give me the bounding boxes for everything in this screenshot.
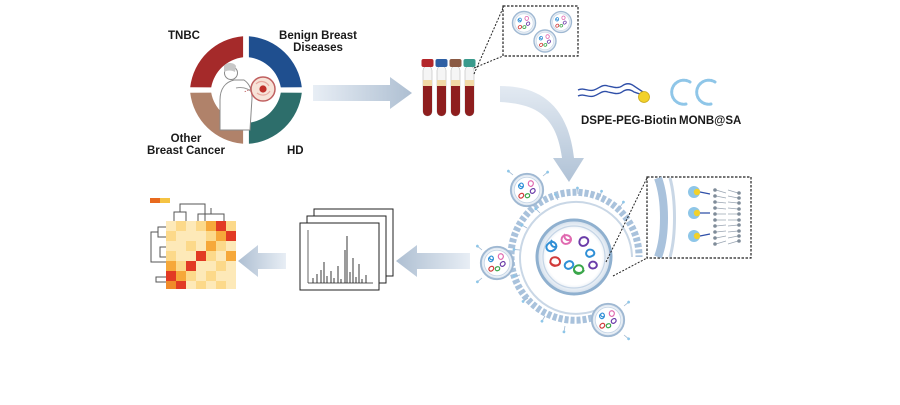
vesicle-icon [511, 10, 537, 36]
label-tnbc: TNBC [168, 30, 200, 42]
label-other-line1: Other [170, 133, 202, 145]
arrow-icon [500, 86, 584, 182]
ring-segment-hd [248, 92, 302, 144]
arrow-icon [396, 245, 470, 277]
arrow-icon [238, 245, 286, 277]
blood-tube-icon [421, 59, 434, 117]
label-other: Other Breast Cancer [136, 133, 236, 157]
heatmap-icon [150, 198, 236, 289]
captured-ev [535, 218, 613, 296]
blood-tube-icon [449, 59, 462, 117]
lipid-bilayer [715, 189, 739, 245]
ring-segment-benign [248, 36, 302, 88]
patient-icon [219, 63, 276, 131]
spectrum-icon [299, 222, 380, 291]
mass-spectra [299, 208, 394, 291]
vesicle-icon [509, 172, 545, 208]
blood-tubes [421, 59, 476, 117]
dspe-peg-biotin-icon [577, 83, 650, 103]
vesicle-icon [549, 10, 573, 34]
biotin-sa-pairs [688, 186, 711, 242]
blood-tube-icon [435, 59, 448, 117]
blood-tube-icon [463, 59, 476, 117]
label-hd: HD [287, 145, 304, 157]
plasma-ev-zoom [473, 5, 579, 75]
label-dspe-peg-biotin: DSPE-PEG-Biotin [581, 115, 677, 127]
dendrogram-top [173, 203, 225, 221]
ring-segment-other [190, 92, 244, 144]
vesicle-icon [533, 29, 557, 53]
label-benign-line1: Benign Breast [279, 30, 357, 42]
dendrogram-left [150, 226, 166, 283]
label-benign-line2: Diseases [293, 42, 343, 54]
arrow-icon [313, 77, 412, 109]
monb-sa-icon [670, 78, 717, 106]
label-other-line2: Breast Cancer [147, 145, 225, 157]
label-monb-sa: MONB@SA [679, 115, 742, 127]
label-benign: Benign Breast Diseases [268, 30, 368, 54]
patient-group-ring [190, 36, 302, 144]
vesicle-icon [590, 302, 626, 338]
ring-segment-tnbc [190, 36, 244, 88]
vesicle-icon [479, 245, 515, 281]
membrane-zoom [605, 176, 752, 277]
heatmap-cells [166, 221, 236, 289]
capture-scene [474, 168, 643, 342]
